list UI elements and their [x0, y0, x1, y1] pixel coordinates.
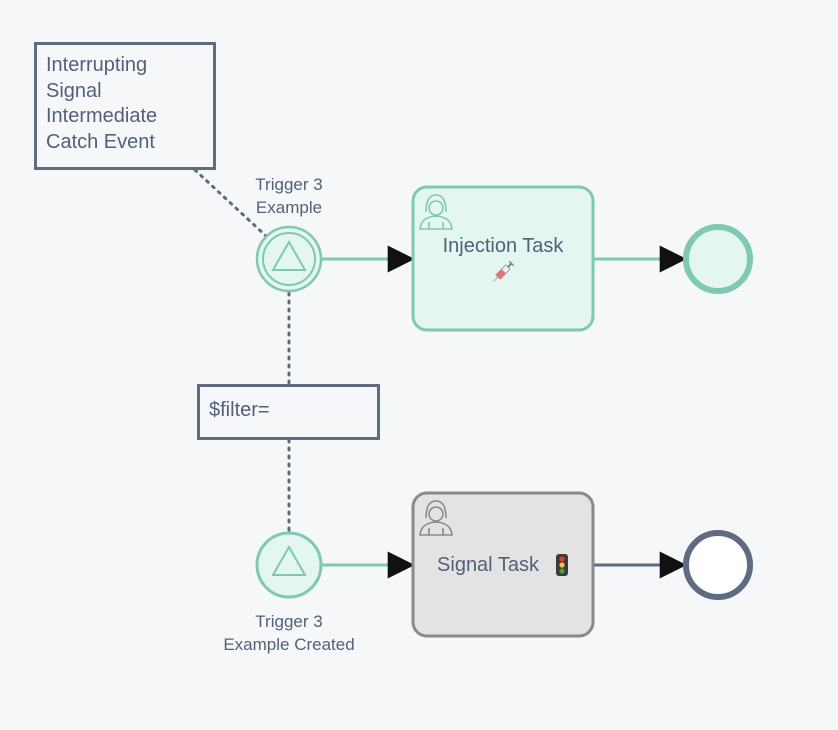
injection-task-label: Injection Task [442, 235, 564, 257]
filter-annotation-text: $filter= [209, 399, 270, 421]
user-icon [419, 500, 453, 536]
syringe-icon [493, 260, 515, 282]
signal-task-label: Signal Task [437, 554, 539, 576]
end-event-bottom[interactable] [683, 530, 753, 600]
signal-triangle-icon [271, 544, 307, 576]
event-type-annotation-text: Interrupting Signal Intermediate Catch E… [46, 54, 158, 153]
trigger-bottom-label: Trigger 3 Example Created [223, 612, 355, 654]
signal-intermediate-catch-event[interactable] [255, 225, 323, 293]
trigger-top-label: Trigger 3 Example [255, 175, 323, 217]
signal-triangle-icon [271, 239, 307, 271]
traffic-light-icon [556, 554, 568, 576]
association-line-top [193, 168, 268, 238]
end-event-top[interactable] [683, 224, 753, 294]
user-icon [419, 194, 453, 230]
injection-task[interactable] [411, 185, 595, 332]
event-type-annotation[interactable]: Interrupting Signal Intermediate Catch E… [34, 42, 216, 170]
signal-task[interactable] [411, 491, 595, 638]
signal-start-event[interactable] [255, 531, 323, 599]
filter-annotation[interactable]: $filter= [197, 384, 380, 440]
